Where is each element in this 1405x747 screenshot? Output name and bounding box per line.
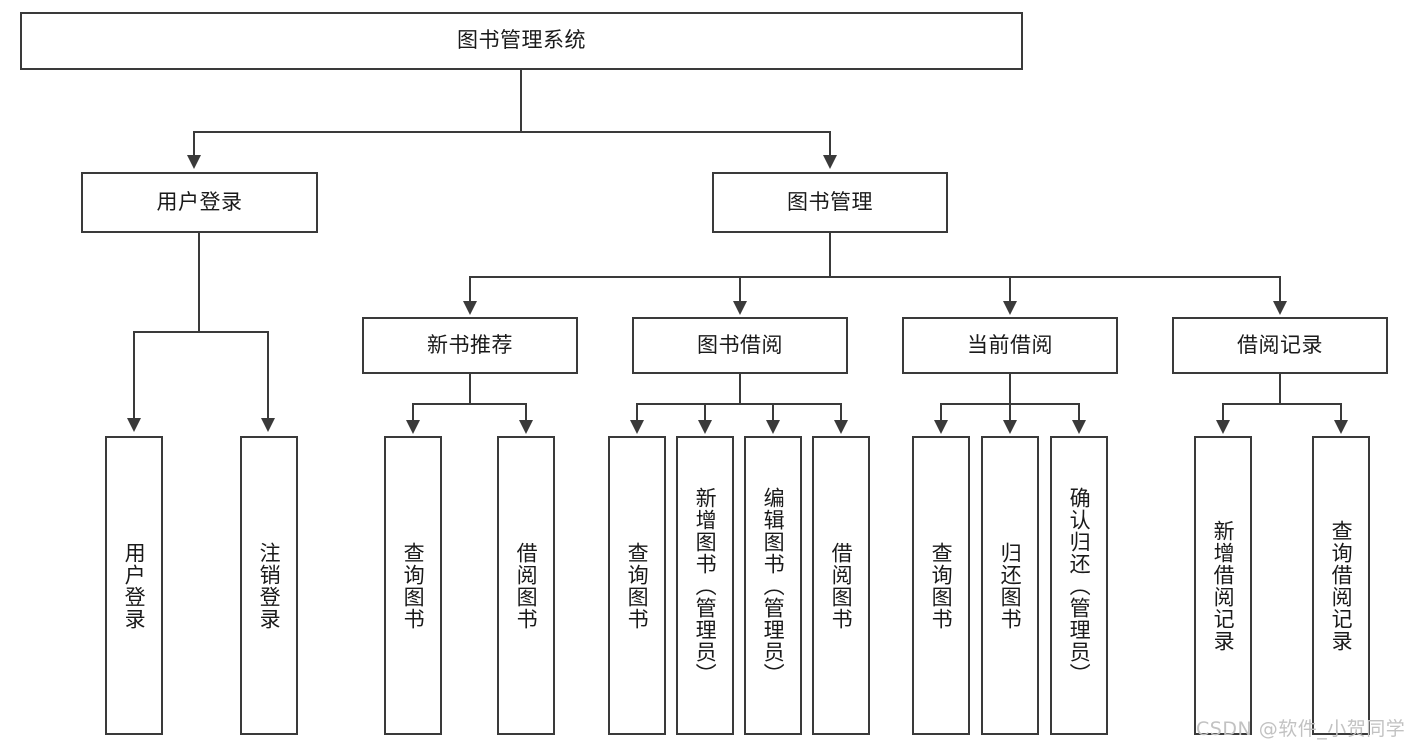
connector-newbook-stem (469, 374, 471, 404)
node-current-borrow-label: 当前借阅 (967, 332, 1053, 357)
arrow-bookmgmt-to-new-book (463, 301, 477, 315)
connector-borrowrecord-stem (1279, 374, 1281, 404)
connector-bookmgmt-to-current (1009, 276, 1011, 303)
node-borrow-record[interactable]: 借阅记录 (1172, 317, 1388, 374)
connector-root-bus (193, 131, 830, 133)
connector-bookborrow-to-leaf-1 (636, 403, 638, 421)
leaf-user-login-signin-label: 用户登录 (122, 541, 147, 630)
leaf-new-book-borrow-label: 借阅图书 (514, 541, 539, 630)
arrow-bookmgmt-to-borrow (733, 301, 747, 315)
connector-bookborrow-to-leaf-3 (772, 403, 774, 421)
arrow-borrowrecord-to-leaf-2 (1334, 420, 1348, 434)
leaf-new-book-query-label: 查询图书 (401, 541, 426, 630)
connector-userlogin-to-leaf-2 (267, 331, 269, 419)
node-user-login-label: 用户登录 (156, 189, 243, 214)
leaf-current-borrow-return[interactable]: 归还图书 (981, 436, 1039, 735)
connector-root-to-userlogin (193, 131, 195, 157)
leaf-borrow-record-query-label: 查询借阅记录 (1329, 519, 1354, 652)
connector-currentborrow-to-leaf-2 (1009, 403, 1011, 421)
node-borrow-record-label: 借阅记录 (1237, 332, 1323, 357)
arrow-newbook-to-leaf-1 (406, 420, 420, 434)
arrow-currentborrow-to-leaf-2 (1003, 420, 1017, 434)
arrow-bookmgmt-to-current (1003, 301, 1017, 315)
leaf-book-borrow-query[interactable]: 查询图书 (608, 436, 666, 735)
connector-newbook-bus (412, 403, 527, 405)
node-book-management[interactable]: 图书管理 (712, 172, 948, 233)
connector-borrowrecord-bus (1222, 403, 1342, 405)
leaf-book-borrow-lend-label: 借阅图书 (829, 541, 854, 630)
node-book-borrow-label: 图书借阅 (697, 332, 783, 357)
connector-bookborrow-stem (739, 374, 741, 404)
leaf-book-borrow-add-label: 新增图书（管理员） (693, 486, 718, 685)
leaf-user-login-signin[interactable]: 用户登录 (105, 436, 163, 735)
arrow-currentborrow-to-leaf-3 (1072, 420, 1086, 434)
connector-root-to-bookmgmt (829, 131, 831, 157)
arrow-bookborrow-to-leaf-3 (766, 420, 780, 434)
connector-bookmgmt-to-record (1279, 276, 1281, 303)
arrow-userlogin-to-leaf-2 (261, 418, 275, 432)
arrow-bookborrow-to-leaf-4 (834, 420, 848, 434)
leaf-book-borrow-lend[interactable]: 借阅图书 (812, 436, 870, 735)
arrow-bookborrow-to-leaf-1 (630, 420, 644, 434)
node-root-system[interactable]: 图书管理系统 (20, 12, 1023, 70)
node-new-book-recommend-label: 新书推荐 (427, 332, 513, 357)
leaf-borrow-record-query[interactable]: 查询借阅记录 (1312, 436, 1370, 735)
leaf-borrow-record-add[interactable]: 新增借阅记录 (1194, 436, 1252, 735)
leaf-new-book-query[interactable]: 查询图书 (384, 436, 442, 735)
leaf-book-borrow-edit-label: 编辑图书（管理员） (761, 486, 786, 685)
arrow-newbook-to-leaf-2 (519, 420, 533, 434)
connector-userlogin-to-leaf-1 (133, 331, 135, 419)
leaf-book-borrow-add[interactable]: 新增图书（管理员） (676, 436, 734, 735)
leaf-user-login-signout[interactable]: 注销登录 (240, 436, 298, 735)
connector-bookmgmt-to-borrow (739, 276, 741, 303)
node-book-borrow[interactable]: 图书借阅 (632, 317, 848, 374)
connector-bookmgmt-stem (829, 233, 831, 277)
arrow-bookborrow-to-leaf-2 (698, 420, 712, 434)
connector-root-stem (520, 70, 522, 132)
leaf-user-login-signout-label: 注销登录 (257, 541, 282, 630)
arrow-currentborrow-to-leaf-1 (934, 420, 948, 434)
node-root-system-label: 图书管理系统 (457, 28, 586, 53)
connector-bookmgmt-to-new-book (469, 276, 471, 303)
leaf-current-borrow-confirm-label: 确认归还（管理员） (1067, 486, 1092, 685)
arrow-bookmgmt-to-record (1273, 301, 1287, 315)
leaf-current-borrow-query[interactable]: 查询图书 (912, 436, 970, 735)
arrow-borrowrecord-to-leaf-1 (1216, 420, 1230, 434)
connector-bookborrow-to-leaf-2 (704, 403, 706, 421)
connector-currentborrow-to-leaf-3 (1078, 403, 1080, 421)
node-current-borrow[interactable]: 当前借阅 (902, 317, 1118, 374)
node-new-book-recommend[interactable]: 新书推荐 (362, 317, 578, 374)
leaf-current-borrow-return-label: 归还图书 (998, 541, 1023, 630)
connector-bookborrow-bus (636, 403, 842, 405)
leaf-new-book-borrow[interactable]: 借阅图书 (497, 436, 555, 735)
connector-borrowrecord-to-leaf-2 (1340, 403, 1342, 421)
leaf-book-borrow-query-label: 查询图书 (625, 541, 650, 630)
arrow-userlogin-to-leaf-1 (127, 418, 141, 432)
connector-userlogin-bus (133, 331, 268, 333)
connector-userlogin-stem (198, 233, 200, 332)
connector-bookmgmt-bus (469, 276, 1281, 278)
leaf-current-borrow-confirm[interactable]: 确认归还（管理员） (1050, 436, 1108, 735)
connector-currentborrow-to-leaf-1 (940, 403, 942, 421)
arrow-root-to-bookmgmt (823, 155, 837, 169)
connector-borrowrecord-to-leaf-1 (1222, 403, 1224, 421)
csdn-watermark: CSDN @软件_小贺同学 (1196, 718, 1405, 740)
leaf-borrow-record-add-label: 新增借阅记录 (1211, 519, 1236, 652)
connector-newbook-to-leaf-2 (525, 403, 527, 421)
arrow-root-to-userlogin (187, 155, 201, 169)
connector-newbook-to-leaf-1 (412, 403, 414, 421)
connector-bookborrow-to-leaf-4 (840, 403, 842, 421)
node-book-management-label: 图书管理 (787, 189, 873, 214)
connector-currentborrow-stem (1009, 374, 1011, 404)
node-user-login[interactable]: 用户登录 (81, 172, 318, 233)
leaf-current-borrow-query-label: 查询图书 (929, 541, 954, 630)
leaf-book-borrow-edit[interactable]: 编辑图书（管理员） (744, 436, 802, 735)
